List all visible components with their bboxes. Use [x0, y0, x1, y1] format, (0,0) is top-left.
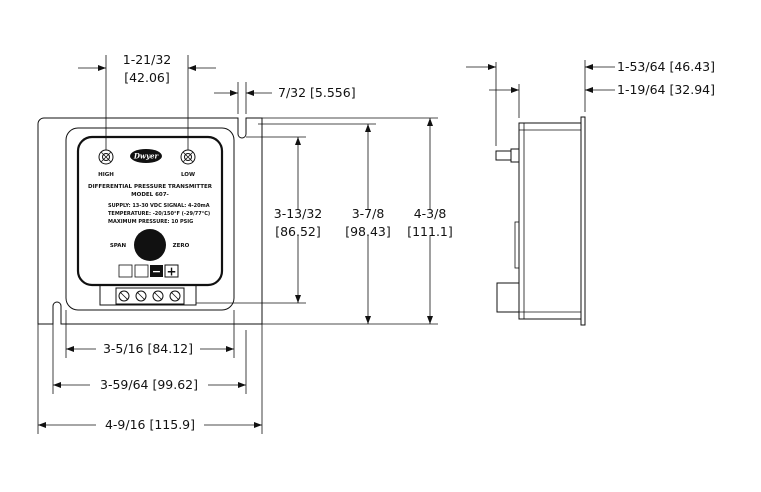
faceplate-supply: SUPPLY: 13-30 VDC SIGNAL: 4-20mA	[108, 203, 210, 209]
faceplate-temperature: TEMPERATURE: -20/150°F (-29/77°C)	[108, 211, 210, 217]
dim-port-spacing-frac: 1-21/32	[123, 52, 172, 67]
zero-label: ZERO	[173, 243, 190, 249]
dim-slot-width: 7/32 [5.556]	[278, 85, 356, 100]
minus-label: −	[152, 265, 161, 278]
side-port-fitting	[495, 150, 512, 161]
faceplate-pressure: MAXIMUM PRESSURE: 10 PSIG	[108, 219, 193, 225]
dim-plate-height-frac: 3-13/32	[274, 206, 323, 221]
dim-overall-height-frac: 4-3/8	[414, 206, 447, 221]
faceplate-model: MODEL 607-	[131, 192, 169, 198]
indicator-box-2	[134, 264, 149, 278]
high-label: HIGH	[98, 172, 114, 178]
terminal-screw-icon	[152, 290, 164, 302]
dim-mount-width: 3-59/64 [99.62]	[100, 377, 198, 392]
mounting-flange	[37, 117, 263, 325]
terminal-screw-icon	[169, 290, 181, 302]
low-label: LOW	[181, 172, 195, 178]
plus-label: +	[166, 265, 176, 279]
terminal-screw-icon	[118, 290, 130, 302]
dim-plate-width: 3-5/16 [84.12]	[103, 341, 193, 356]
dim-mount-height-frac: 3-7/8	[352, 206, 385, 221]
adjustment-knob	[134, 229, 166, 261]
dim-overall-height-mm: [111.1]	[407, 224, 453, 239]
dim-overall-width: 4-9/16 [115.9]	[105, 417, 195, 432]
minus-button: −	[150, 265, 163, 278]
dim-side-depth-total: 1-53/64 [46.43]	[617, 59, 715, 74]
plus-button: +	[164, 264, 179, 279]
logo-text: Dwyer	[133, 152, 160, 161]
low-port-icon	[180, 149, 196, 165]
dim-port-spacing-mm: [42.06]	[124, 70, 170, 85]
dwyer-logo: Dwyer	[130, 149, 162, 163]
side-flange	[580, 116, 586, 326]
housing-outer	[65, 127, 235, 311]
front-dimensions: 1-21/32 [42.06] 7/32 [5.556] 3-13/32 [86…	[37, 52, 453, 434]
side-body	[518, 122, 582, 320]
dim-mount-height-mm: [98.43]	[345, 224, 391, 239]
side-terminal-housing	[496, 282, 520, 313]
terminal-block	[99, 284, 197, 306]
side-dimensions: 1-53/64 [46.43] 1-19/64 [32.94]	[466, 59, 715, 146]
terminal-screw-icon	[135, 290, 147, 302]
high-port-icon	[98, 149, 114, 165]
dim-plate-height-mm: [86.52]	[275, 224, 321, 239]
faceplate-title: DIFFERENTIAL PRESSURE TRANSMITTER	[88, 184, 213, 190]
span-label: SPAN	[110, 243, 127, 249]
indicator-box-1	[118, 264, 133, 278]
dim-side-depth-body: 1-19/64 [32.94]	[617, 82, 715, 97]
side-bracket	[514, 221, 520, 269]
side-port-nut	[510, 148, 520, 163]
front-view: Dwyer HIGH LOW DIFFERENTIAL PRESSURE TRA…	[37, 117, 263, 325]
side-view	[495, 116, 586, 326]
